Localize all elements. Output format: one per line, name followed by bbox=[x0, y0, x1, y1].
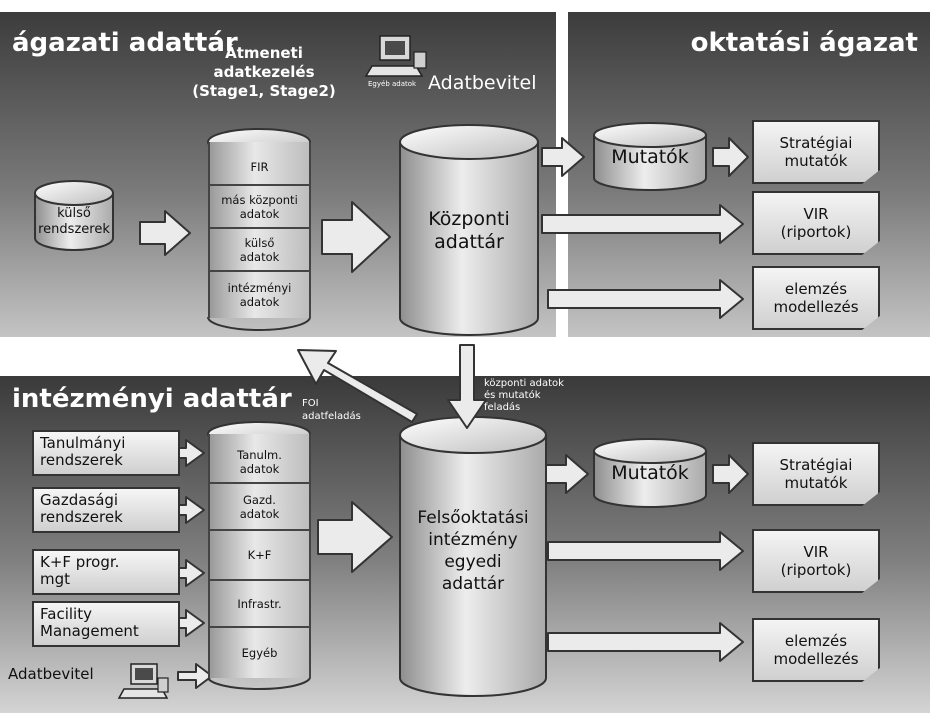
arrow-central-to-vir bbox=[541, 204, 744, 244]
bottom-stack-bottom bbox=[207, 676, 311, 690]
title-oktatasi: oktatási ágazat bbox=[690, 28, 918, 58]
bottom-stack: Tanulm. adatok Gazd. adatok K+F Infrastr… bbox=[208, 434, 311, 678]
output-elemzes-bottom: elemzés modellezés bbox=[752, 618, 880, 682]
arrow-bottom-mutatok-to-strategiai bbox=[712, 454, 749, 494]
stack-seg-egyeb: Egyéb bbox=[208, 628, 311, 678]
arrow-central-down bbox=[447, 344, 487, 429]
arrow-stage-to-central bbox=[321, 201, 391, 273]
arrow-foi-up bbox=[297, 349, 418, 423]
mutatok-cylinder-top bbox=[593, 122, 707, 191]
stack-seg-tanulm: Tanulm. adatok bbox=[208, 434, 311, 484]
staging-title: Átmeneti adatkezelés (Stage1, Stage2) bbox=[192, 44, 336, 100]
arrow-mutatok-to-strategiai bbox=[712, 137, 749, 177]
stack-seg-infrastr: Infrastr. bbox=[208, 581, 311, 628]
output-vir-bottom: VIR (riportok) bbox=[752, 529, 880, 593]
mutatok-top-label: Mutatók bbox=[611, 146, 689, 168]
external-systems-cylinder bbox=[34, 180, 114, 251]
output-elemzes-top: elemzés modellezés bbox=[752, 266, 880, 330]
foi-label: FOI adatfeladás bbox=[302, 398, 361, 422]
top-stack-bottom bbox=[207, 316, 311, 331]
arrow-central-to-mutatok bbox=[541, 137, 585, 177]
stack-seg-gazd: Gazd. adatok bbox=[208, 484, 311, 531]
arrow-external-to-stage bbox=[139, 210, 191, 256]
arrow-adatbevitel-bottom bbox=[177, 663, 213, 689]
output-vir-top: VIR (riportok) bbox=[752, 191, 880, 255]
kozponti-feladas-label: központi adatok és mutatók feladás bbox=[484, 378, 564, 413]
mutatok-bottom-label: Mutatók bbox=[611, 462, 689, 484]
central-db-cylinder bbox=[399, 124, 539, 336]
arrow-bottom-central-to-vir bbox=[547, 531, 744, 571]
computer-icon-bottom bbox=[117, 663, 169, 699]
output-strategiai-top: Stratégiai mutatók bbox=[752, 120, 880, 184]
stack-seg-kulso: külső adatok bbox=[208, 229, 311, 272]
source-tanulmanyi: Tanulmányi rendszerek bbox=[32, 430, 180, 476]
title-agazati: ágazati adattár bbox=[12, 28, 238, 58]
external-systems-label: külső rendszerek bbox=[38, 206, 110, 237]
title-intezmenyi: intézményi adattár bbox=[12, 384, 292, 414]
stack-seg-intezmenyi: intézményi adatok bbox=[208, 272, 311, 318]
arrow-central-to-elemzes bbox=[547, 279, 744, 319]
arrow-bottom-central-to-mutatok bbox=[545, 454, 589, 494]
source-kf: K+F progr. mgt bbox=[32, 549, 180, 595]
computer-icon-top bbox=[364, 35, 427, 77]
arrow-bottom-stage-to-central bbox=[317, 501, 393, 573]
output-strategiai-bottom: Stratégiai mutatók bbox=[752, 442, 880, 506]
stack-seg-fir: FIR bbox=[208, 142, 311, 186]
adatbevitel-top-label: Adatbevitel bbox=[428, 72, 537, 94]
pc-caption: Egyéb adatok bbox=[368, 80, 417, 88]
source-facility: Facility Management bbox=[32, 601, 180, 647]
stack-seg-kf: K+F bbox=[208, 531, 311, 581]
central-db-label: Központi adattár bbox=[428, 208, 510, 253]
mutatok-cylinder-bottom bbox=[593, 438, 707, 508]
adatbevitel-bottom-label: Adatbevitel bbox=[8, 665, 94, 683]
arrow-bottom-central-to-elemzes bbox=[547, 622, 744, 662]
top-stack: FIR más központi adatok külső adatok int… bbox=[208, 142, 311, 318]
stack-seg-mas-kozponti: más központi adatok bbox=[208, 186, 311, 229]
institution-db-cylinder bbox=[399, 416, 547, 697]
source-gazdasagi: Gazdasági rendszerek bbox=[32, 487, 180, 533]
institution-db-label: Felsőoktatási intézmény egyedi adattár bbox=[417, 508, 529, 594]
